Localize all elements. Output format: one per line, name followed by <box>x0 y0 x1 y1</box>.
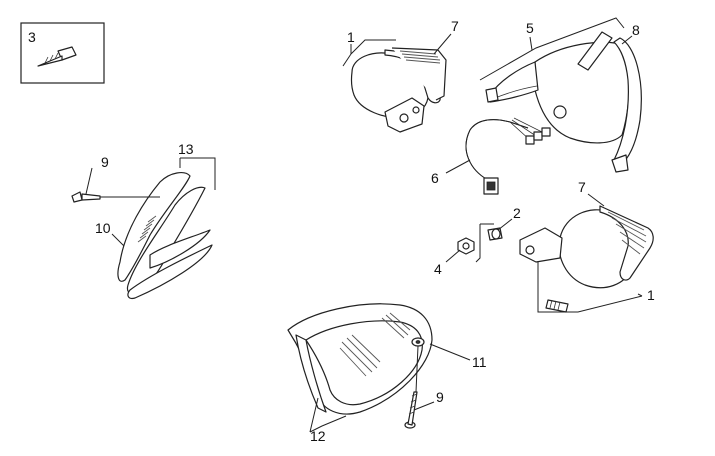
callout-11: 11 <box>472 354 487 370</box>
lens-grille-top <box>399 50 441 64</box>
part-9-screw-bottom <box>404 345 419 429</box>
part-1-7-headlamp-right <box>519 205 654 313</box>
part-1-7-headlamp-top <box>350 47 447 133</box>
callout-8: 8 <box>632 22 640 38</box>
lens-grille-right <box>607 211 647 255</box>
cover-grille-right <box>381 312 411 339</box>
part-3-screw-inset <box>20 22 105 84</box>
part-5-8-lamp-housing <box>485 31 642 173</box>
callout-10: 10 <box>95 220 111 236</box>
callout-12: 12 <box>310 428 326 444</box>
part-2-rubber-bushing <box>487 227 503 241</box>
part-6-wiring-harness <box>465 117 551 195</box>
flap-grille <box>137 215 157 243</box>
callout-7-top: 7 <box>451 18 459 34</box>
callout-1-top: 1 <box>347 29 355 45</box>
callout-5: 5 <box>526 20 534 36</box>
part-9-screw-left <box>71 191 160 203</box>
callout-9-bottom: 9 <box>436 389 444 405</box>
leader-lines <box>85 17 643 433</box>
callout-2: 2 <box>513 205 521 221</box>
callout-6: 6 <box>431 170 439 186</box>
cover-grille-left <box>339 334 381 377</box>
callout-13: 13 <box>178 141 194 157</box>
callout-labels: 3 1 7 5 8 13 9 10 6 7 2 4 1 11 9 12 <box>28 18 655 444</box>
callout-7-right: 7 <box>578 179 586 195</box>
part-4-nut <box>457 237 475 255</box>
callout-3: 3 <box>28 29 36 45</box>
callout-1-right: 1 <box>647 287 655 303</box>
callout-4: 4 <box>434 261 442 277</box>
part-11-12-front-cover <box>287 303 433 415</box>
callout-9-left: 9 <box>101 154 109 170</box>
part-10-13-flap <box>117 172 213 300</box>
screw-icon <box>37 46 77 67</box>
